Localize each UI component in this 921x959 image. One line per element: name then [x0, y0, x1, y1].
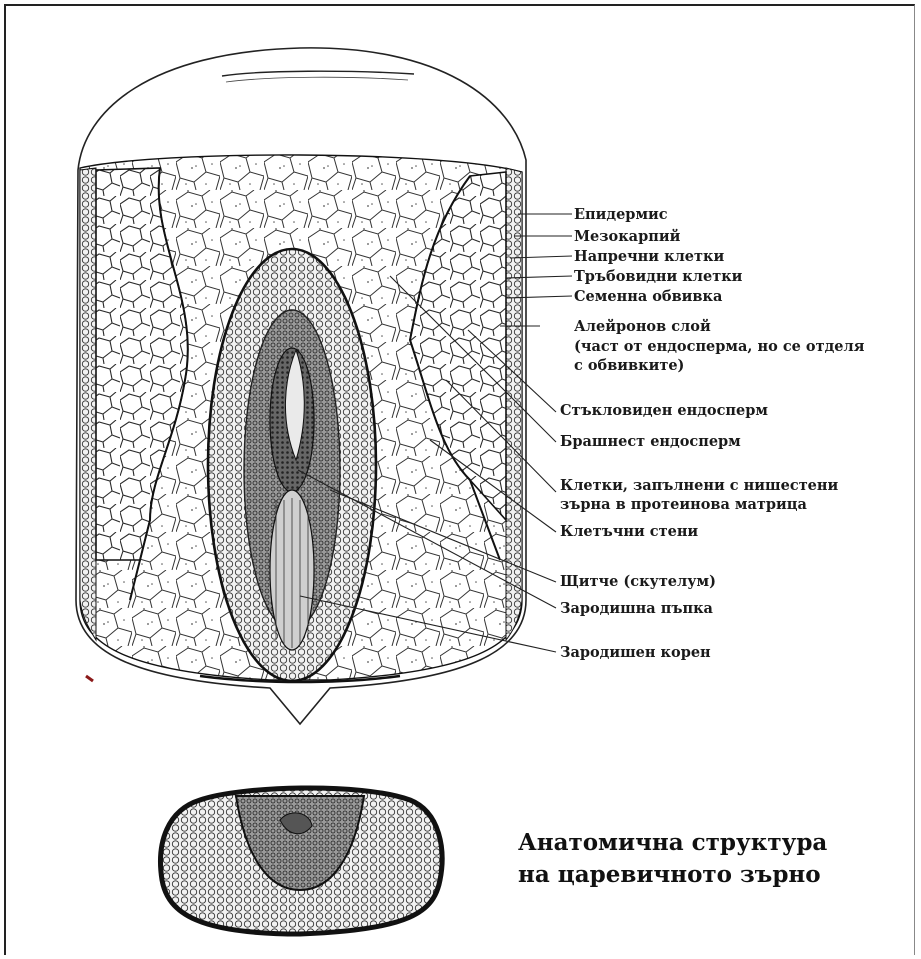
label-starch-cells-2: зърна в протеинова матрица — [560, 495, 807, 514]
label-cell-walls: Клетъчни стени — [560, 522, 698, 541]
pericarp-left — [80, 168, 96, 640]
label-aleurone-note-2: с обвивките) — [574, 356, 684, 375]
title-line-1: Анатомична структура — [518, 827, 827, 859]
label-floury-endosperm: Брашнест ендосперм — [560, 432, 741, 451]
label-aleurone-note: (част от ендосперма, но се отделя — [574, 337, 864, 356]
pericarp-right — [506, 168, 522, 640]
label-scutellum: Щитче (скутелум) — [560, 572, 716, 591]
label-radicle: Зародишен корен — [560, 643, 711, 662]
label-epidermis: Епидермис — [574, 205, 668, 224]
title-line-2: на царевичното зърно — [518, 859, 827, 891]
label-seed-coat: Семенна обвивка — [574, 287, 722, 306]
label-aleurone: Алейронов слой — [574, 317, 711, 336]
label-starch-cells: Клетки, запълнени с нишестени — [560, 476, 838, 495]
label-cross-cells: Напречни клетки — [574, 247, 724, 266]
label-mesocarp: Мезокарпий — [574, 227, 680, 246]
label-horny-endosperm: Стъкловиден ендосперм — [560, 401, 768, 420]
figure-title: Анатомична структура на царевичното зърн… — [518, 827, 827, 891]
label-plumule: Зародишна пъпка — [560, 599, 713, 618]
label-tube-cells: Тръбовидни клетки — [574, 267, 742, 286]
